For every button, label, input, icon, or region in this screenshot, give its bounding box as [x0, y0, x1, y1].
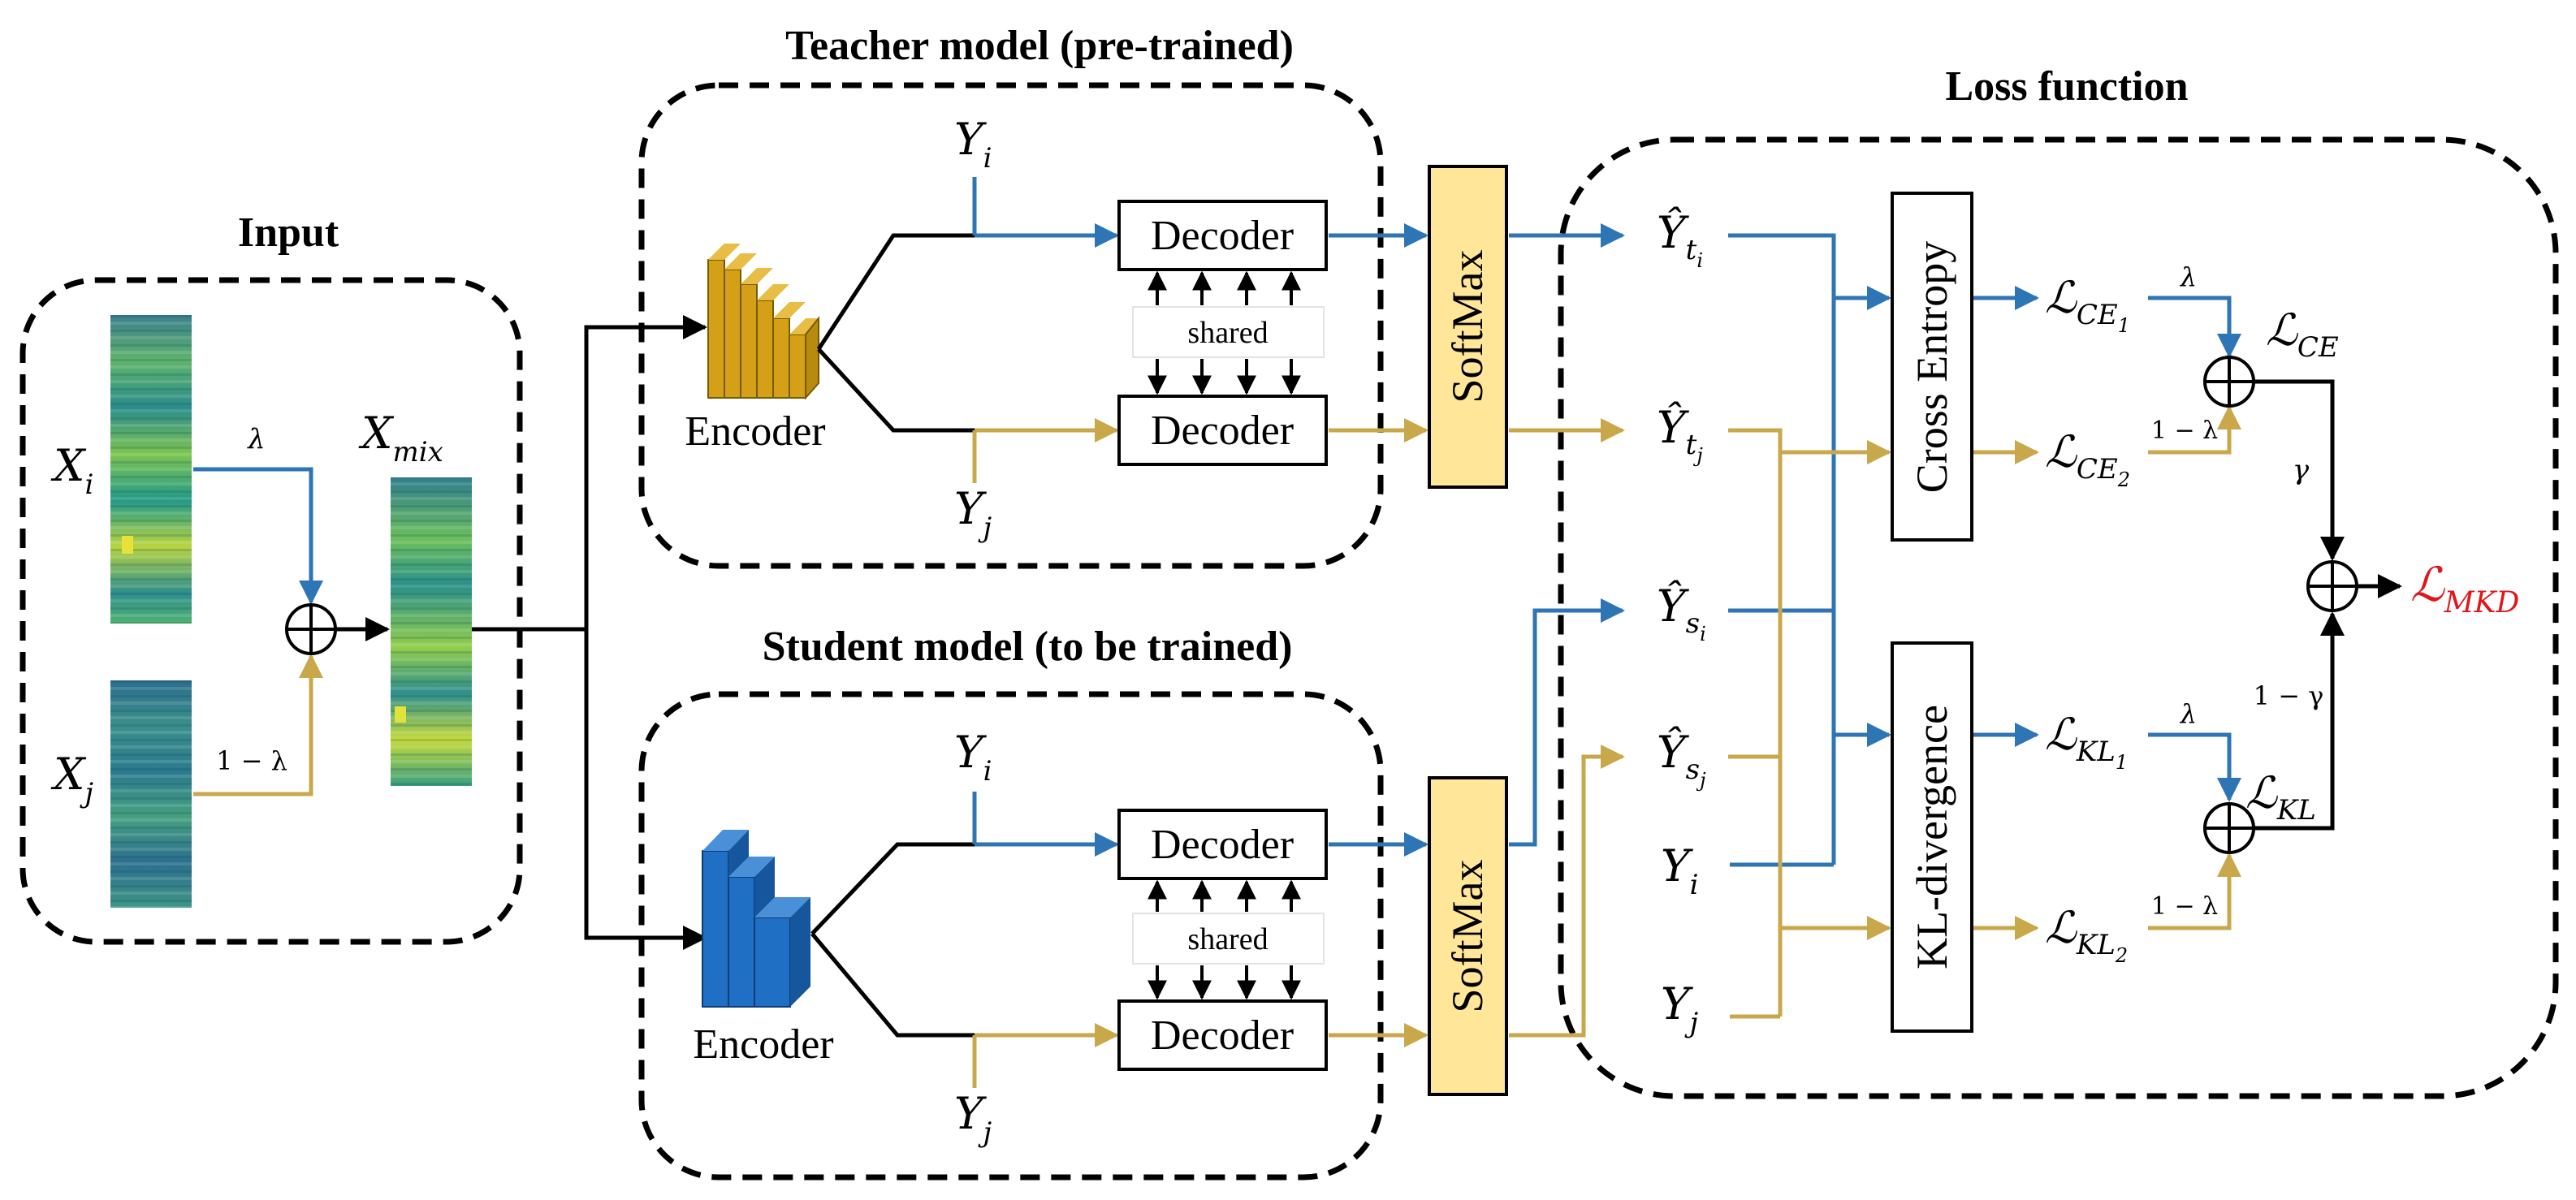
xi-heatmap: [110, 315, 192, 624]
teacher-softmax-label: SoftMax: [1443, 250, 1492, 404]
student-decoder-top-label: Decoder: [1151, 822, 1294, 868]
teacher-box: [638, 82, 1384, 569]
xi-label: Xi: [50, 440, 93, 501]
student-encoder-branch-top: [810, 842, 1117, 935]
teacher-shared-arrows: [1148, 270, 1301, 395]
student-yi-label: Yi: [954, 727, 992, 788]
l-kl1-label: ℒKL1: [2045, 709, 2128, 774]
teacher-yi-label: Yi: [954, 114, 992, 175]
teacher-encoder-label: Encoder: [685, 408, 825, 455]
teacher-decoder-top: [1117, 200, 1328, 271]
l-kl2-label: ℒKL2: [2045, 902, 2128, 967]
blue-routing: [1728, 233, 1891, 867]
teacher-decoder-bottom-label: Decoder: [1151, 408, 1294, 454]
kl-sum-icon: [2203, 802, 2255, 854]
l-ce2-label: ℒCE2: [2045, 426, 2130, 491]
ce-sum-icon: [2203, 356, 2255, 408]
teacher-encoder-icon: [707, 244, 819, 400]
xj-to-mix-arrow: [193, 654, 323, 796]
xmix-heatmap: [391, 477, 472, 786]
student-decoder-bottom: [1117, 999, 1328, 1071]
kl-divergence-box: [1891, 641, 1973, 1033]
student-encoder-branch-bottom: [810, 932, 975, 1038]
loss-title: Loss function: [1945, 63, 2188, 110]
l-ce-label: ℒCE: [2266, 304, 2339, 364]
student-shared-arrows: [1148, 879, 1301, 1000]
input-box: [19, 277, 523, 945]
ys-j-label: Ŷsj: [1657, 725, 1706, 792]
loss-yj-label: Yj: [1661, 978, 1699, 1039]
student-encoder-icon: [702, 830, 810, 1008]
student-shared-box: [1132, 913, 1325, 965]
xi-to-mix-arrow: [193, 467, 323, 605]
student-softmax-to-ysj-arrow: [1509, 745, 1625, 1038]
yt-i-label: Ŷti: [1657, 205, 1703, 272]
teacher-decoder-bottom: [1117, 395, 1328, 466]
student-decoder-top: [1117, 809, 1328, 880]
loss-box: [1558, 136, 2559, 1099]
kl-lambda-label: λ: [2179, 698, 2197, 729]
kl-one-minus-lambda-label: 1 − λ: [2151, 892, 2218, 921]
lkl2-to-sum-arrow: [2148, 853, 2241, 930]
xj-label: Xj: [50, 749, 93, 809]
student-softmax-to-ysi-arrow: [1509, 598, 1625, 847]
student-softmax-box: [1428, 776, 1508, 1096]
lkl-to-final-sum-arrow: [2254, 611, 2345, 831]
lce2-to-sum-arrow: [2148, 405, 2241, 455]
teacher-yj-label: Yj: [954, 483, 992, 544]
student-softmax-label: SoftMax: [1443, 860, 1492, 1013]
input-sum-icon: [285, 603, 337, 655]
gold-routing: [1728, 428, 1891, 1019]
ce-one-minus-lambda-label: 1 − λ: [2151, 417, 2218, 445]
student-shared-label: shared: [1187, 922, 1268, 956]
teacher-shared-label: shared: [1187, 316, 1268, 350]
cross-entropy-box: [1891, 192, 1973, 542]
student-encoder-label: Encoder: [693, 1021, 833, 1068]
student-yj-label: Yj: [954, 1088, 992, 1149]
input-lambda-label: λ: [246, 423, 266, 455]
teacher-shared-box: [1132, 306, 1325, 358]
xmix-label: Xmix: [358, 408, 443, 468]
lce-to-final-sum-arrow: [2254, 379, 2345, 561]
input-one-minus-lambda-label: 1 − λ: [216, 745, 287, 776]
teacher-decoder-top-label: Decoder: [1151, 213, 1294, 259]
kl-divergence-label: KL-divergence: [1908, 705, 1956, 969]
xj-heatmap: [110, 680, 192, 908]
teacher-encoder-branch-bottom: [817, 347, 975, 433]
teacher-title: Teacher model (pre-trained): [785, 23, 1294, 69]
ys-i-label: Ŷsi: [1657, 579, 1706, 645]
gamma-label: γ: [2293, 454, 2310, 486]
l-ce1-label: ℒCE1: [2045, 272, 2130, 337]
teacher-encoder-branch-top: [816, 233, 1117, 351]
one-minus-gamma-label: 1 − γ: [2254, 680, 2324, 711]
yt-j-label: Ŷtj: [1657, 400, 1703, 467]
l-mkd-label: ℒMKD: [2410, 557, 2520, 619]
lkl1-to-sum-arrow: [2148, 732, 2241, 802]
teacher-softmax-box: [1428, 165, 1508, 489]
mix-to-teacher-arrow: [472, 315, 707, 632]
student-decoder-bottom-label: Decoder: [1151, 1012, 1294, 1059]
student-box: [638, 691, 1384, 1181]
mix-to-student-arrow: [584, 629, 707, 950]
loss-yi-label: Yi: [1661, 840, 1699, 901]
student-title: Student model (to be trained): [763, 624, 1293, 670]
final-sum-icon: [2306, 560, 2358, 612]
l-kl-label: ℒKL: [2245, 767, 2316, 827]
ce-lambda-label: λ: [2179, 261, 2197, 292]
cross-entropy-label: Cross Entropy: [1908, 241, 1956, 494]
lce1-to-sum-arrow: [2148, 296, 2241, 358]
input-title: Input: [238, 209, 339, 256]
